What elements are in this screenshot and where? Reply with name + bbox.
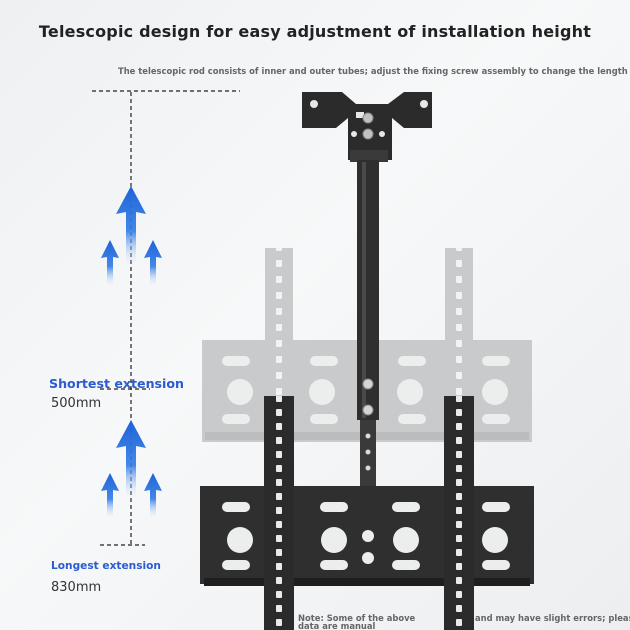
note-text-right: and may have slight errors; please refer… (475, 614, 630, 623)
dimension-lines (92, 90, 240, 546)
page-subtitle: The telescopic rod consists of inner and… (118, 66, 628, 76)
mount-ghost-position (202, 248, 532, 442)
up-arrow-icon (101, 186, 162, 288)
shortest-extension-label: Shortest extension (49, 376, 184, 391)
longest-extension-value: 830mm (51, 580, 102, 595)
up-arrow-icon (101, 420, 162, 520)
mount-dark-position (200, 396, 534, 630)
shortest-extension-value: 500mm (51, 396, 102, 411)
ceiling-bracket (302, 92, 432, 490)
note-text-left: Note: Some of the above data are manual (298, 614, 416, 630)
page-title: Telescopic design for easy adjustment of… (38, 22, 592, 41)
longest-extension-label: Longest extension (51, 560, 161, 572)
